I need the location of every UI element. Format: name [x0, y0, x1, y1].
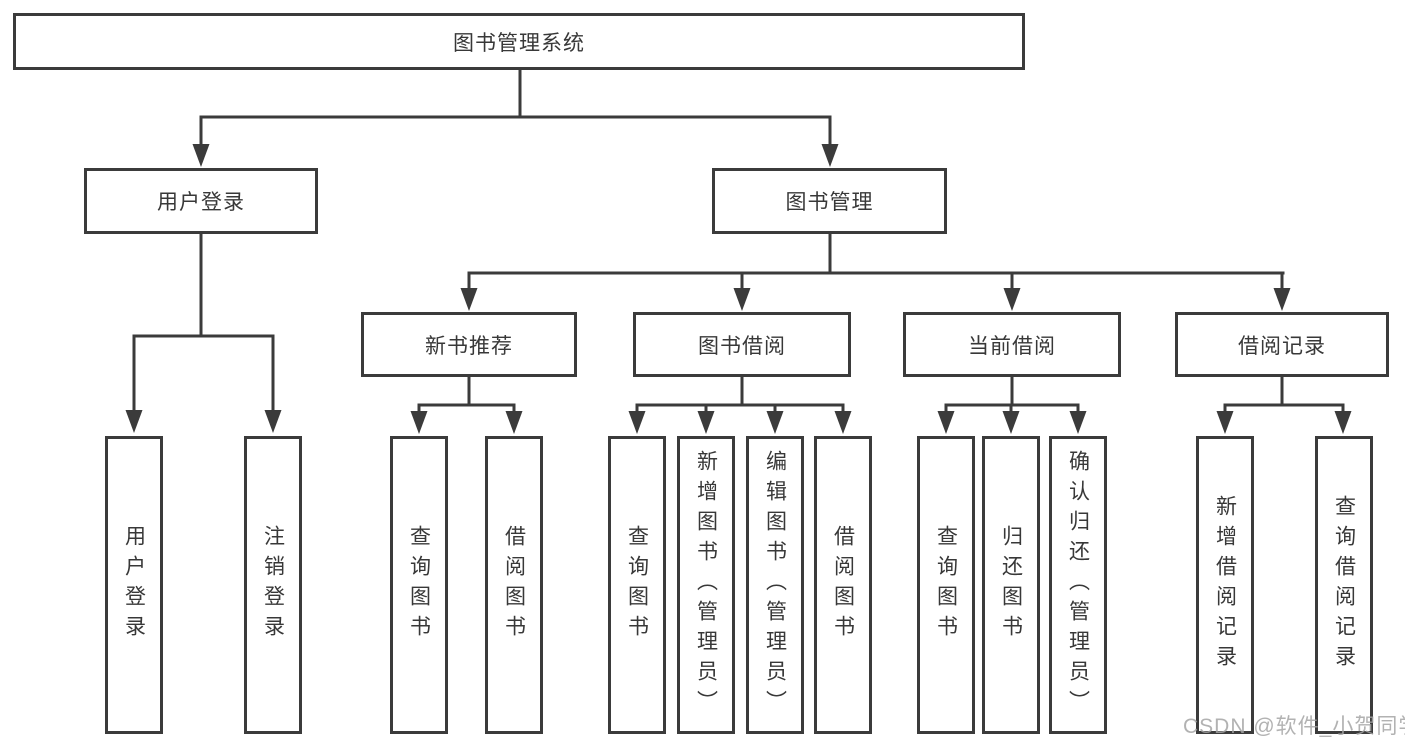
node-root-library-system: 图书管理系统 [13, 13, 1025, 70]
leaf-label: 借阅图书 [502, 525, 526, 645]
leaf-query-books-2: 查询图书 [608, 436, 666, 734]
leaf-label: 查询图书 [625, 525, 649, 645]
node-current-borrowing: 当前借阅 [903, 312, 1121, 377]
leaf-user-login: 用户登录 [105, 436, 163, 734]
node-user-login: 用户登录 [84, 168, 318, 234]
leaf-label: 注销登录 [261, 525, 285, 645]
leaf-label: 查询图书 [934, 525, 958, 645]
leaf-label: 新增图书（管理员） [694, 450, 718, 720]
leaf-label: 查询图书 [407, 525, 431, 645]
leaf-label: 用户登录 [122, 525, 146, 645]
node-new-book-recommend: 新书推荐 [361, 312, 577, 377]
leaf-label: 编辑图书（管理员） [763, 450, 787, 720]
leaf-return-books: 归还图书 [982, 436, 1040, 734]
leaf-edit-book-admin: 编辑图书（管理员） [746, 436, 804, 734]
leaf-query-borrow-record: 查询借阅记录 [1315, 436, 1373, 734]
leaf-confirm-return-admin: 确认归还（管理员） [1049, 436, 1107, 734]
leaf-borrow-books-1: 借阅图书 [485, 436, 543, 734]
leaf-label: 确认归还（管理员） [1066, 450, 1090, 720]
leaf-label: 归还图书 [999, 525, 1023, 645]
leaf-query-books-1: 查询图书 [390, 436, 448, 734]
leaf-borrow-books-2: 借阅图书 [814, 436, 872, 734]
node-borrowing-records: 借阅记录 [1175, 312, 1389, 377]
leaf-query-books-3: 查询图书 [917, 436, 975, 734]
node-book-borrowing: 图书借阅 [633, 312, 851, 377]
leaf-add-borrow-record: 新增借阅记录 [1196, 436, 1254, 734]
leaf-add-book-admin: 新增图书（管理员） [677, 436, 735, 734]
csdn-watermark: CSDN @软件_小贺同学 [1183, 715, 1405, 738]
leaf-label: 新增借阅记录 [1213, 495, 1237, 675]
arrowheads [125, 144, 1352, 434]
leaf-label: 借阅图书 [831, 525, 855, 645]
leaf-label: 查询借阅记录 [1332, 495, 1356, 675]
node-book-management: 图书管理 [712, 168, 947, 234]
leaf-logout: 注销登录 [244, 436, 302, 734]
